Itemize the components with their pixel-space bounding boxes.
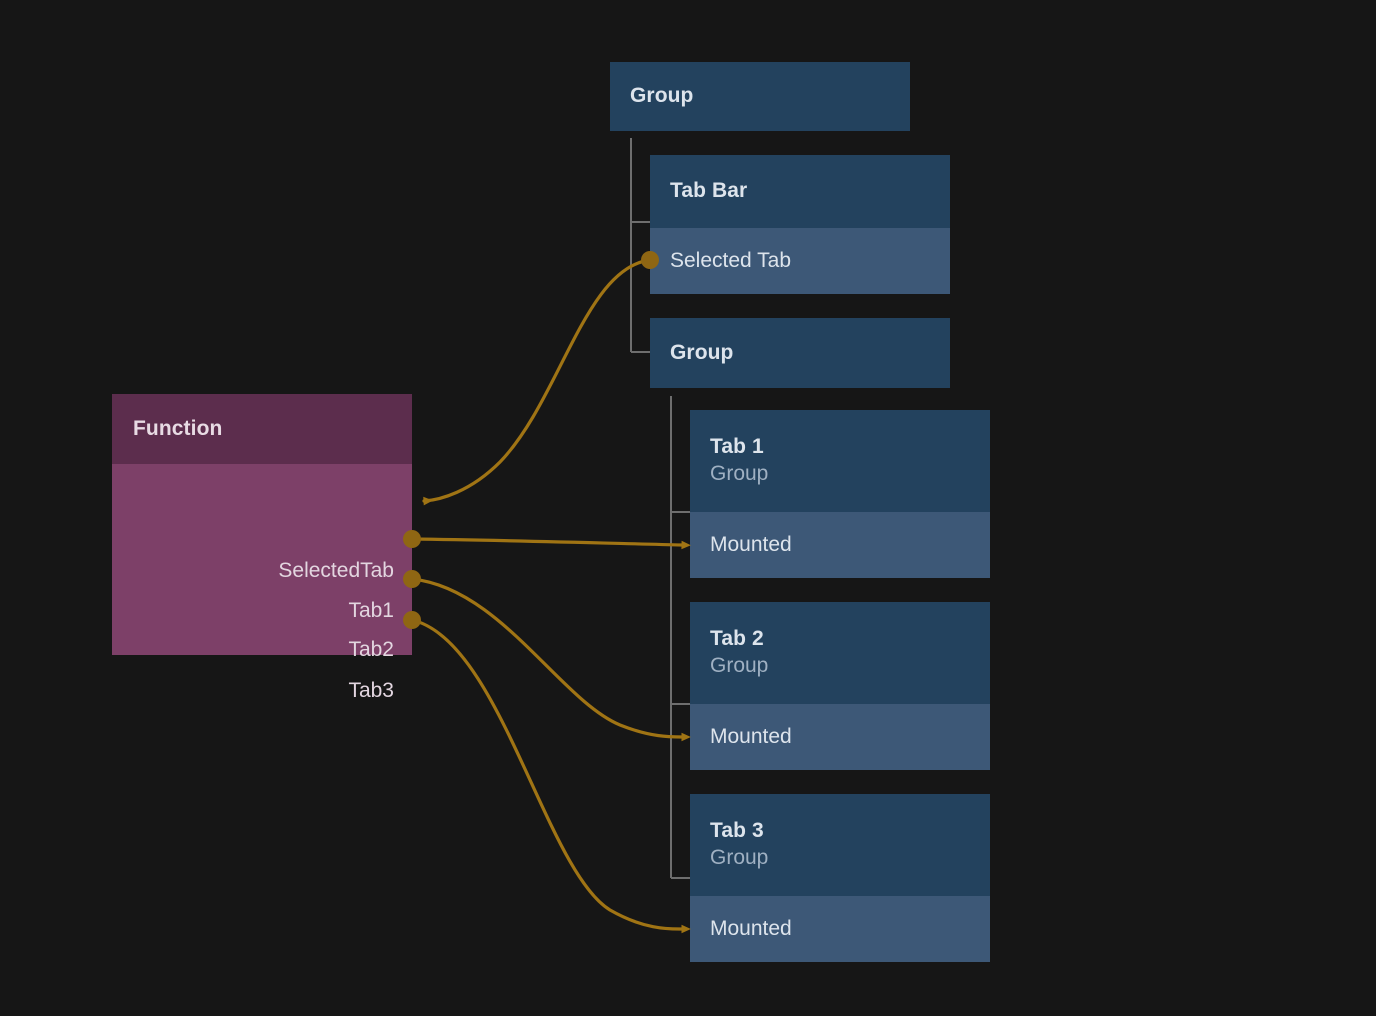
node-tab-2-row-mounted[interactable]: Mounted xyxy=(690,704,990,770)
node-root-group-header: Group xyxy=(610,62,910,131)
port-tab3[interactable]: Tab3 xyxy=(348,679,394,702)
node-tab-bar-title: Tab Bar xyxy=(670,179,748,203)
node-tab-3[interactable]: Tab 3 Group Mounted xyxy=(690,794,990,962)
port-selected-tab[interactable]: SelectedTab xyxy=(278,559,394,582)
node-tab-bar[interactable]: Tab Bar Selected Tab xyxy=(650,155,950,294)
node-tab-2-row-label: Mounted xyxy=(710,725,792,748)
node-tab-bar-row-selected-tab[interactable]: Selected Tab xyxy=(650,228,950,294)
node-function-body: SelectedTab Tab1 Tab2 Tab3 xyxy=(112,464,412,702)
node-tab-3-header: Tab 3 Group xyxy=(690,794,990,896)
node-function[interactable]: Function SelectedTab Tab1 Tab2 Tab3 xyxy=(112,394,412,702)
node-tab-2-header: Tab 2 Group xyxy=(690,602,990,704)
node-root-group-title: Group xyxy=(630,84,694,108)
node-tab-3-title: Tab 3 xyxy=(710,819,764,843)
node-tab-2[interactable]: Tab 2 Group Mounted xyxy=(690,602,990,770)
node-tabs-group-header: Group xyxy=(650,318,950,388)
node-tab-1-header: Tab 1 Group xyxy=(690,410,990,512)
node-tab-3-subtitle: Group xyxy=(710,846,769,870)
node-tab-bar-row-label: Selected Tab xyxy=(670,249,792,272)
node-tab-2-subtitle: Group xyxy=(710,654,769,678)
node-tabs-group[interactable]: Group xyxy=(650,318,950,388)
node-tab-1-row-mounted[interactable]: Mounted xyxy=(690,512,990,578)
node-function-header: Function xyxy=(112,394,412,464)
port-tab2[interactable]: Tab2 xyxy=(348,638,394,661)
wire-tab1 xyxy=(410,537,691,550)
node-tab-3-row-mounted[interactable]: Mounted xyxy=(690,896,990,962)
node-root-group[interactable]: Group xyxy=(610,62,910,131)
wire-selected-tab xyxy=(422,258,652,506)
node-tab-2-title: Tab 2 xyxy=(710,627,764,651)
node-tab-1[interactable]: Tab 1 Group Mounted xyxy=(690,410,990,578)
node-tab-1-subtitle: Group xyxy=(710,462,769,486)
wire-tab2 xyxy=(410,577,691,742)
port-tab1[interactable]: Tab1 xyxy=(348,599,394,622)
node-tab-1-title: Tab 1 xyxy=(710,435,764,459)
node-tab-1-row-label: Mounted xyxy=(710,533,792,556)
node-tab-3-row-label: Mounted xyxy=(710,917,792,940)
node-function-title: Function xyxy=(133,417,223,440)
node-tabs-group-title: Group xyxy=(670,340,734,364)
wire-tab3 xyxy=(410,618,691,934)
node-tab-bar-header: Tab Bar xyxy=(650,155,950,228)
